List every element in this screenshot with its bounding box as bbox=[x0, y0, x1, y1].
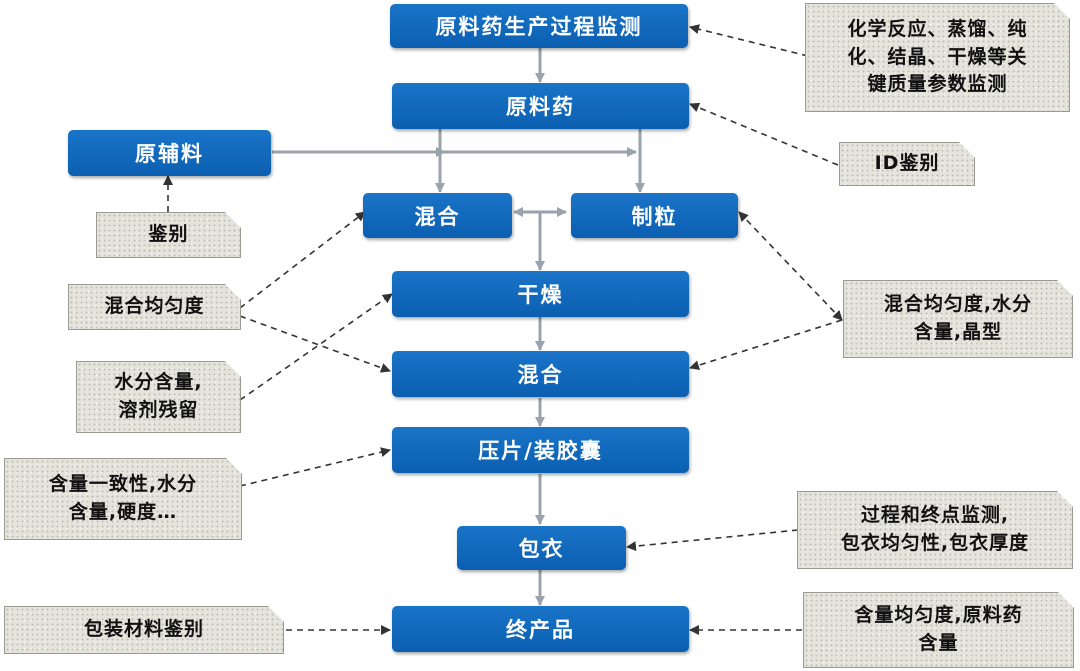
note-blend-uniformity: 混合均匀度 bbox=[68, 284, 241, 330]
note-line: 鉴别 bbox=[148, 223, 189, 246]
note-line: 包衣均匀性,包衣厚度 bbox=[840, 532, 1030, 554]
note-packaging-id: 包装材料鉴别 bbox=[4, 606, 284, 654]
process-label: 原料药 bbox=[506, 95, 575, 119]
note-moisture-solvent: 水分含量, 溶剂残留 bbox=[76, 361, 241, 433]
note-identify: 鉴别 bbox=[96, 212, 241, 258]
note-line: 含量均匀度,原料药 bbox=[854, 604, 1023, 627]
note-line: 化学反应、蒸馏、纯 bbox=[847, 18, 1028, 41]
process-box-monitor: 原料药生产过程监测 bbox=[390, 4, 688, 48]
note-blend-moisture-crystal: 混合均匀度,水分含量,晶型 bbox=[843, 280, 1073, 358]
dash-id-to-api bbox=[689, 102, 839, 166]
process-box-mix1: 混合 bbox=[363, 193, 512, 238]
note-line: 含量,晶型 bbox=[913, 321, 1003, 343]
process-box-granulate: 制粒 bbox=[571, 193, 738, 238]
dash-moisture-to-dry bbox=[239, 293, 393, 401]
note-content-consistency: 含量一致性,水分含量,硬度… bbox=[4, 458, 242, 540]
note-line: 含量,硬度… bbox=[68, 501, 178, 523]
process-box-api: 原料药 bbox=[392, 83, 689, 129]
note-line: 混合均匀度,水分 bbox=[883, 293, 1033, 316]
process-box-dry: 干燥 bbox=[392, 271, 689, 317]
process-box-final: 终产品 bbox=[392, 606, 689, 652]
note-process-endpoint: 过程和终点监测, 包衣均匀性,包衣厚度 bbox=[797, 491, 1073, 569]
process-box-press: 压片/装胶囊 bbox=[392, 427, 689, 473]
process-label: 压片/装胶囊 bbox=[478, 439, 603, 463]
note-content-uniformity: 含量均匀度,原料药含量 bbox=[803, 592, 1074, 668]
process-label: 混合 bbox=[414, 204, 461, 229]
process-label: 原料药生产过程监测 bbox=[435, 15, 643, 39]
note-line: 包装材料鉴别 bbox=[83, 618, 204, 641]
note-line: 化、结晶、干燥等关 bbox=[847, 45, 1028, 68]
note-line: 水分含量, bbox=[114, 371, 203, 394]
note-line: 过程和终点监测, bbox=[860, 504, 1010, 527]
note-id-check: ID鉴别 bbox=[839, 142, 975, 186]
dash-rightnote-to-mix2 bbox=[689, 319, 843, 371]
process-label: 混合 bbox=[517, 363, 564, 387]
dash-reaction-to-monitor bbox=[689, 24, 809, 57]
note-line: 键质量参数监测 bbox=[867, 73, 1008, 96]
process-label: 干燥 bbox=[517, 283, 564, 307]
process-box-coat: 包衣 bbox=[457, 526, 626, 570]
dash-blend-to-mix1 bbox=[239, 211, 366, 309]
note-reaction-params: 化学反应、蒸馏、纯化、结晶、干燥等关键质量参数监测 bbox=[805, 3, 1070, 112]
dash-blend-to-mix2 bbox=[239, 315, 391, 373]
process-box-mix2: 混合 bbox=[392, 351, 689, 397]
note-line: 溶剂残留 bbox=[118, 399, 199, 421]
process-label: 制粒 bbox=[631, 204, 678, 229]
dash-content-to-press bbox=[239, 447, 391, 487]
process-label: 终产品 bbox=[506, 618, 575, 642]
process-label: 原辅料 bbox=[135, 142, 204, 166]
note-line: 混合均匀度 bbox=[104, 295, 205, 318]
process-box-excipient: 原辅料 bbox=[68, 130, 271, 176]
dash-endpoint-to-coat bbox=[626, 529, 799, 552]
process-label: 包衣 bbox=[518, 537, 565, 561]
note-line: ID鉴别 bbox=[874, 152, 940, 175]
note-line: 含量 bbox=[918, 632, 959, 654]
note-line: 含量一致性,水分 bbox=[48, 473, 198, 496]
dash-rightnote-to-granulate bbox=[738, 211, 843, 321]
